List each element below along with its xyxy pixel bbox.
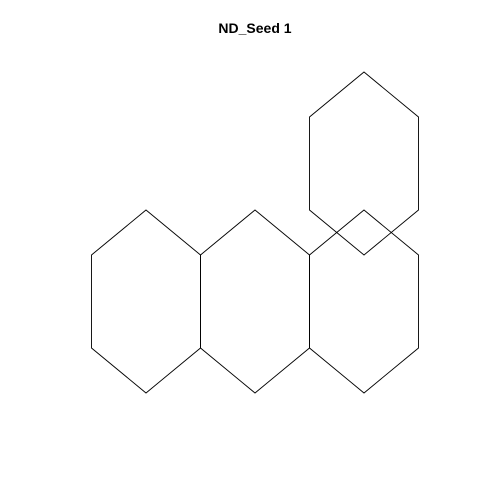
hexagon-top (309, 71, 419, 256)
hexagon-middle-right (309, 209, 419, 394)
hexagon-middle-center (200, 209, 310, 394)
hexagon-middle-left (91, 209, 201, 394)
plot-title: ND_Seed 1 (218, 20, 292, 36)
